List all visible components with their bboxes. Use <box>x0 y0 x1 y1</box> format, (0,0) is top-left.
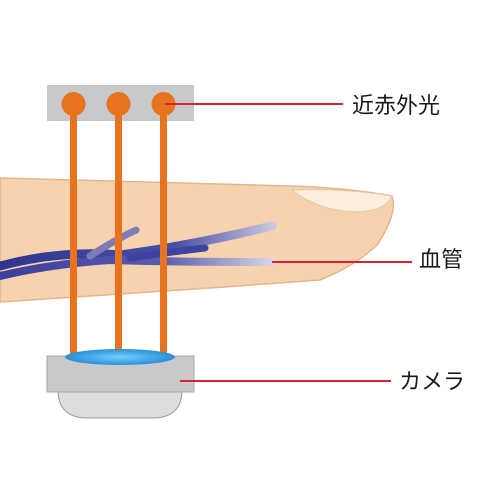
vein-cross <box>126 244 209 262</box>
light-beam-3 <box>160 104 167 360</box>
light-emitter-3 <box>151 92 176 116</box>
callout-lines <box>165 103 412 382</box>
label-blood-vessel: 血管 <box>419 248 464 273</box>
vein-branch <box>86 226 140 260</box>
light-beam-1 <box>70 104 77 360</box>
fingernail <box>290 189 393 213</box>
camera-lens <box>65 349 175 365</box>
label-camera: カメラ <box>399 370 466 395</box>
near-infrared-beams <box>61 92 176 360</box>
vein-lower <box>0 255 276 280</box>
light-emitter-1 <box>61 92 86 116</box>
light-beam-2 <box>115 104 122 360</box>
light-emitter-2 <box>106 92 131 116</box>
camera-body <box>57 389 183 419</box>
label-near-infrared: 近赤外光 <box>352 94 441 119</box>
camera-unit <box>46 349 195 419</box>
